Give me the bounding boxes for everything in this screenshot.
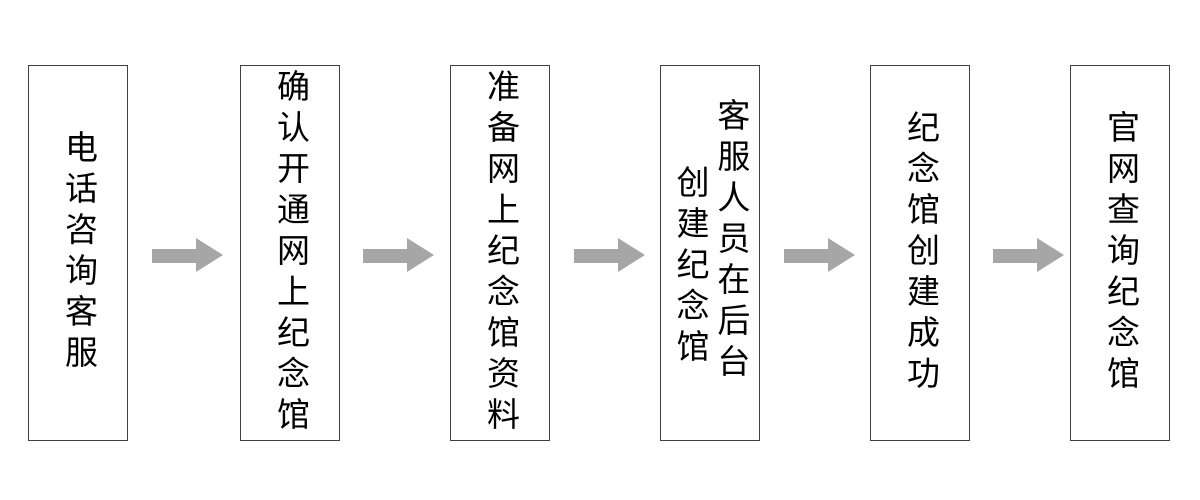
flow-arrow-4-right-arrow-icon (784, 238, 855, 273)
process-box-step-1[interactable]: 电话咨询客服 (28, 65, 128, 441)
flow-arrow-3-right-arrow-icon (574, 238, 645, 273)
process-box-step-6[interactable]: 官网查询纪念馆 (1070, 65, 1170, 441)
arrow-shaft (574, 248, 619, 263)
process-box-step-2[interactable]: 确认开通网上纪念馆 (240, 65, 340, 441)
process-box-step-5-label: 纪念馆创建成功 (901, 109, 941, 397)
process-box-step-3-label: 准备网上纪念馆资料 (481, 68, 521, 438)
arrow-shaft (784, 248, 829, 263)
process-box-step-4[interactable]: 客服人员在后台 创建纪念馆 (660, 65, 760, 441)
flow-arrow-5-right-arrow-icon (993, 238, 1064, 273)
arrow-head (618, 238, 645, 272)
process-box-step-4-label-column-1: 客服人员在后台 (711, 97, 751, 385)
arrow-head (828, 238, 855, 272)
arrow-head (1037, 238, 1064, 272)
process-box-step-1-label: 电话咨询客服 (59, 130, 99, 376)
arrow-shaft (152, 248, 197, 263)
process-box-step-4-label-column-2: 创建纪念馆 (671, 164, 710, 370)
process-box-step-5[interactable]: 纪念馆创建成功 (870, 65, 970, 441)
flow-arrow-2-right-arrow-icon (363, 238, 434, 273)
process-box-step-6-label: 官网查询纪念馆 (1101, 109, 1141, 397)
arrow-shaft (363, 248, 408, 263)
arrow-head (196, 238, 223, 272)
process-box-step-2-label: 确认开通网上纪念馆 (271, 68, 311, 438)
arrow-shaft (993, 248, 1038, 263)
flow-arrow-1-right-arrow-icon (152, 238, 223, 273)
process-box-step-3[interactable]: 准备网上纪念馆资料 (450, 65, 550, 441)
arrow-head (407, 238, 434, 272)
